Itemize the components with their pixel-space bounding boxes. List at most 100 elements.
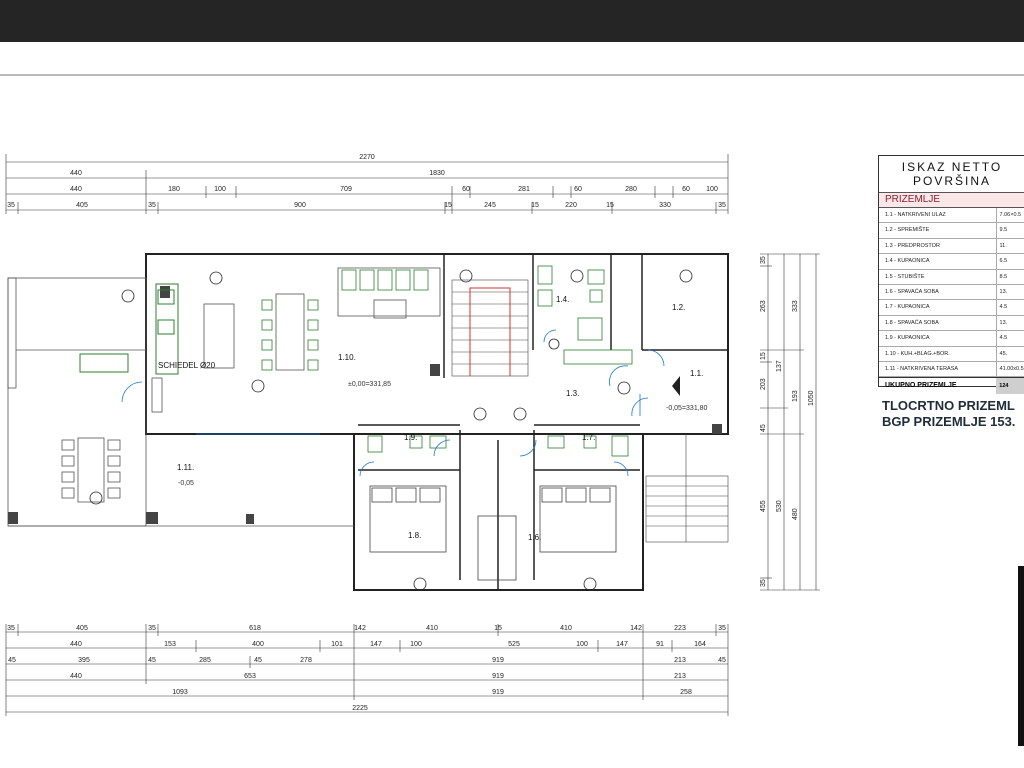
bottom-dimension-texts: 35 405 35 618 142 410 15 410 142 223 35 … [7, 625, 726, 712]
row-value: 6.5 [999, 258, 1008, 265]
dim-text: 278 [300, 657, 312, 664]
room-label-1-7: 1.7. [582, 433, 595, 442]
dim-text: 15 [531, 202, 539, 209]
row-value: 11. [999, 242, 1007, 249]
row-value: 8.5 [999, 273, 1008, 280]
row-value: 13. [999, 319, 1008, 326]
total-value: 124 [996, 378, 1024, 395]
dim-text: 35 [718, 202, 726, 209]
row-label: 1.4 - KUPAONICA [879, 254, 997, 269]
top-bar [0, 0, 1024, 42]
row-value: 41.00x0.5 [999, 365, 1024, 372]
doors [121, 329, 665, 477]
edge-bar [1018, 566, 1024, 746]
dim-text: 100 [706, 186, 718, 193]
dim-text: 245 [484, 202, 496, 209]
room-label-1-11: 1.11. [177, 463, 194, 472]
dim-text: 35 [7, 625, 15, 632]
dim-text: 400 [252, 641, 264, 648]
dim-text: 142 [630, 625, 642, 632]
dim-text: 258 [680, 689, 692, 696]
room-label-1-10: 1.10. [338, 353, 356, 362]
dim-text: 709 [340, 186, 352, 193]
dim-text: 91 [656, 641, 664, 648]
row-label: 1.8 - SPAVAĆA SOBA [879, 315, 997, 331]
dim-text: 45 [8, 657, 16, 664]
total-label: UKUPNO PRIZEMLJE [885, 382, 957, 390]
dim-text: 333 [792, 300, 799, 312]
dim-text: 203 [760, 378, 767, 390]
dim-text: 410 [560, 625, 572, 632]
row-label: 1.3 - PREDPROSTOR [879, 238, 997, 254]
light-fixtures [89, 269, 693, 591]
dim-text: 101 [331, 641, 343, 648]
terrace-chairs [61, 439, 121, 499]
dim-text: 900 [294, 202, 306, 209]
room-labels: 1.2. 1.3. 1.4. 1.1. 1.10. 1.11. 1.9. 1.7… [158, 295, 708, 542]
dim-text: 100 [576, 641, 588, 648]
dim-text: 285 [199, 657, 211, 664]
dim-text: 223 [674, 625, 686, 632]
bottom-dimension-lines [5, 624, 729, 716]
dim-text: 1093 [172, 689, 188, 696]
dim-text: 147 [370, 641, 382, 648]
kitchen-counter [79, 283, 179, 375]
room-label-1-6: 1.6. [528, 533, 541, 542]
dim-text: 45 [718, 657, 726, 664]
dim-text: 45 [254, 657, 262, 664]
dim-text: 35 [148, 625, 156, 632]
room-label-1-9: 1.9. [404, 433, 417, 442]
stair-arrow [469, 287, 511, 376]
row-value: 9.5 [999, 227, 1008, 234]
dining-chairs [261, 269, 429, 371]
entry-arrow-icon [672, 376, 680, 396]
dim-text: 280 [625, 186, 637, 193]
row-label: 1.10 - KUH.+BLAG.+BOR. [879, 346, 997, 361]
dim-text: 35 [760, 256, 767, 264]
row-value: 7.06×0.5 [999, 212, 1022, 218]
dim-text: 137 [776, 360, 783, 372]
dim-text: 330 [659, 202, 671, 209]
row-value: 4.5 [999, 304, 1008, 311]
dim-text: 919 [492, 657, 504, 664]
summary-line-1: TLOCRTNO PRIZEML [882, 398, 1015, 413]
dim-text: 618 [249, 625, 261, 632]
dim-text: 525 [508, 641, 520, 648]
dim-text: 2270 [359, 154, 375, 161]
dim-text: 100 [410, 641, 422, 648]
row-value: 4.5 [999, 335, 1008, 342]
dim-text: 15 [760, 352, 767, 360]
row-label: 1.7 - KUPAONICA [879, 300, 997, 315]
room-label-1-4: 1.4. [556, 295, 569, 304]
summary-line-2: BGP PRIZEMLJE 153. [882, 414, 1016, 429]
dim-text: 395 [78, 657, 90, 664]
furniture [77, 267, 441, 503]
table-row: 1.10 - KUH.+BLAG.+BOR.45. [879, 346, 1024, 362]
area-table: ISKAZ NETTO POVRŠINA PRIZEMLJE 1.1 - NAT… [878, 155, 1024, 395]
level-main-label: ±0,00=331,85 [348, 381, 391, 388]
dim-text: 1050 [808, 390, 815, 406]
stairs [451, 279, 729, 543]
dim-text: 440 [70, 186, 82, 193]
dim-text: 164 [694, 641, 706, 648]
top-dimension-texts: 2270 440 1830 440 180 100 709 60 281 60 … [7, 154, 726, 209]
dim-text: 440 [70, 170, 82, 177]
dim-text: 60 [682, 186, 690, 193]
chimney-label: SCHIEDEL Ø20 [158, 361, 216, 370]
dim-text: 15 [444, 202, 452, 209]
row-label: 1.11 - NATKRIVENA TERASA [879, 361, 997, 377]
beds [369, 485, 617, 581]
dim-text: 281 [518, 186, 530, 193]
dim-text: 919 [492, 673, 504, 680]
room-label-1-3: 1.3. [566, 389, 579, 398]
dim-text: 2225 [352, 705, 368, 712]
level-terrace-label: -0,05 [178, 480, 194, 487]
dim-text: 455 [760, 500, 767, 512]
row-label: 1.6 - SPAVAĆA SOBA [879, 284, 997, 300]
